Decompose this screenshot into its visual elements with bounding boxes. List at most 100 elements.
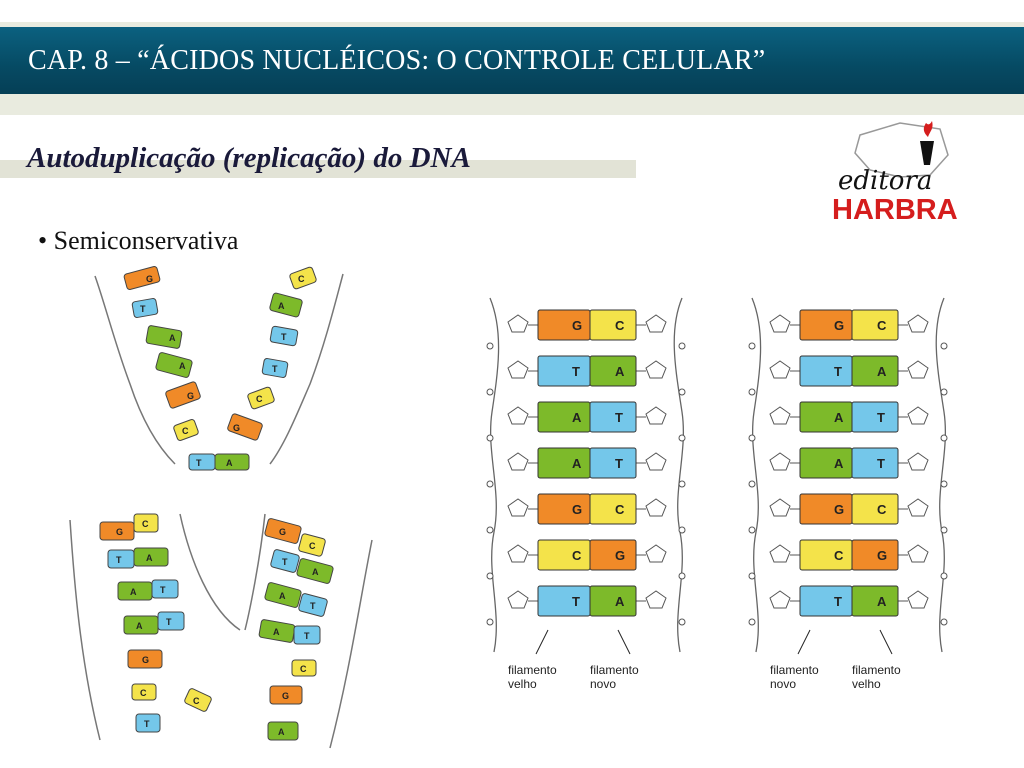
- replicated-pairs-left: G C T A A T A T G C T C: [99, 513, 212, 733]
- sugar-icon: [507, 360, 529, 379]
- strand-label-left: novo: [770, 677, 796, 691]
- base-right: [851, 585, 899, 617]
- base-letter: A: [572, 456, 582, 471]
- svg-text:T: T: [310, 601, 316, 611]
- base-letter: T: [877, 410, 885, 425]
- base-left: [537, 309, 591, 341]
- base-letter: T: [572, 364, 580, 379]
- svg-text:C: C: [140, 688, 147, 698]
- phosphate-icon: [748, 526, 756, 534]
- svg-text:A: A: [130, 587, 137, 597]
- phosphate-icon: [940, 618, 948, 626]
- phosphate-icon: [748, 572, 756, 580]
- svg-text:A: A: [273, 627, 280, 637]
- phosphate-icon: [940, 480, 948, 488]
- sugar-icon: [907, 360, 929, 379]
- svg-text:T: T: [160, 585, 166, 595]
- phosphate-icon: [486, 572, 494, 580]
- base-left: [537, 539, 591, 571]
- sugar-icon: [507, 544, 529, 563]
- phosphate-icon: [486, 618, 494, 626]
- svg-text:C: C: [193, 696, 200, 706]
- sugar-icon: [769, 590, 791, 609]
- sugar-icon: [507, 498, 529, 517]
- arrow-icon: [879, 629, 893, 655]
- backbone-left: [94, 275, 176, 465]
- strand-label-right: filamento: [590, 663, 639, 677]
- sugar-icon: [907, 452, 929, 471]
- base-letter: A: [834, 410, 844, 425]
- sugar-icon: [769, 406, 791, 425]
- unzip-left-bases: G T A A G C T A: [123, 266, 250, 471]
- svg-text:T: T: [196, 458, 202, 468]
- svg-text:C: C: [182, 426, 189, 436]
- header-title: CAP. 8 – “ÁCIDOS NUCLÉICOS: O CONTROLE C…: [28, 44, 766, 76]
- header-bar: CAP. 8 – “ÁCIDOS NUCLÉICOS: O CONTROLE C…: [0, 27, 1024, 94]
- base-left: [799, 493, 853, 525]
- svg-text:T: T: [144, 719, 150, 729]
- phosphate-icon: [748, 388, 756, 396]
- sugar-icon: [907, 590, 929, 609]
- base-right: [589, 309, 637, 341]
- phosphate-icon: [486, 388, 494, 396]
- svg-text:G: G: [146, 274, 153, 284]
- base-letter: T: [615, 456, 623, 471]
- base-letter: A: [615, 364, 625, 379]
- svg-text:G: G: [142, 655, 149, 665]
- sugar-icon: [645, 314, 667, 333]
- svg-text:T: T: [272, 364, 278, 374]
- base-left: [537, 355, 591, 387]
- phosphate-icon: [748, 434, 756, 442]
- harbra-logo: editora HARBRA: [832, 121, 958, 226]
- sugar-icon: [769, 544, 791, 563]
- phosphate-icon: [486, 526, 494, 534]
- torch-icon: [920, 141, 934, 165]
- base-right: [589, 447, 637, 479]
- sugar-icon: [645, 590, 667, 609]
- phosphate-icon: [748, 618, 756, 626]
- phosphate-icon: [678, 434, 686, 442]
- base-letter: G: [615, 548, 625, 563]
- base-right: [851, 355, 899, 387]
- phosphate-icon: [486, 434, 494, 442]
- subtitle-underline: [0, 160, 636, 178]
- phosphate-icon: [940, 342, 948, 350]
- phosphate-icon: [486, 342, 494, 350]
- phosphate-icon: [678, 526, 686, 534]
- phosphate-icon: [678, 572, 686, 580]
- phosphate-icon: [940, 526, 948, 534]
- base-letter: G: [572, 318, 582, 333]
- dna-replication-illustration: G C T A A T A T G C T C G C T A A T A T …: [69, 513, 373, 749]
- svg-text:A: A: [226, 458, 233, 468]
- sugar-icon: [645, 452, 667, 471]
- svg-text:T: T: [281, 332, 287, 342]
- arrow-icon: [797, 629, 811, 655]
- base-letter: G: [834, 318, 844, 333]
- phosphate-icon: [678, 342, 686, 350]
- base-right: [851, 493, 899, 525]
- svg-text:A: A: [312, 567, 319, 577]
- phosphate-icon: [678, 618, 686, 626]
- svg-text:C: C: [300, 664, 307, 674]
- svg-text:T: T: [140, 304, 146, 314]
- base-right: [589, 539, 637, 571]
- sugar-icon: [907, 544, 929, 563]
- svg-text:A: A: [278, 301, 285, 311]
- sugar-icon: [507, 452, 529, 471]
- base-letter: T: [834, 594, 842, 609]
- base-letter: A: [877, 594, 887, 609]
- base-letter: C: [615, 502, 625, 517]
- backbone-outer-left: [69, 519, 101, 741]
- arrow-icon: [535, 629, 549, 655]
- base-letter: C: [572, 548, 582, 563]
